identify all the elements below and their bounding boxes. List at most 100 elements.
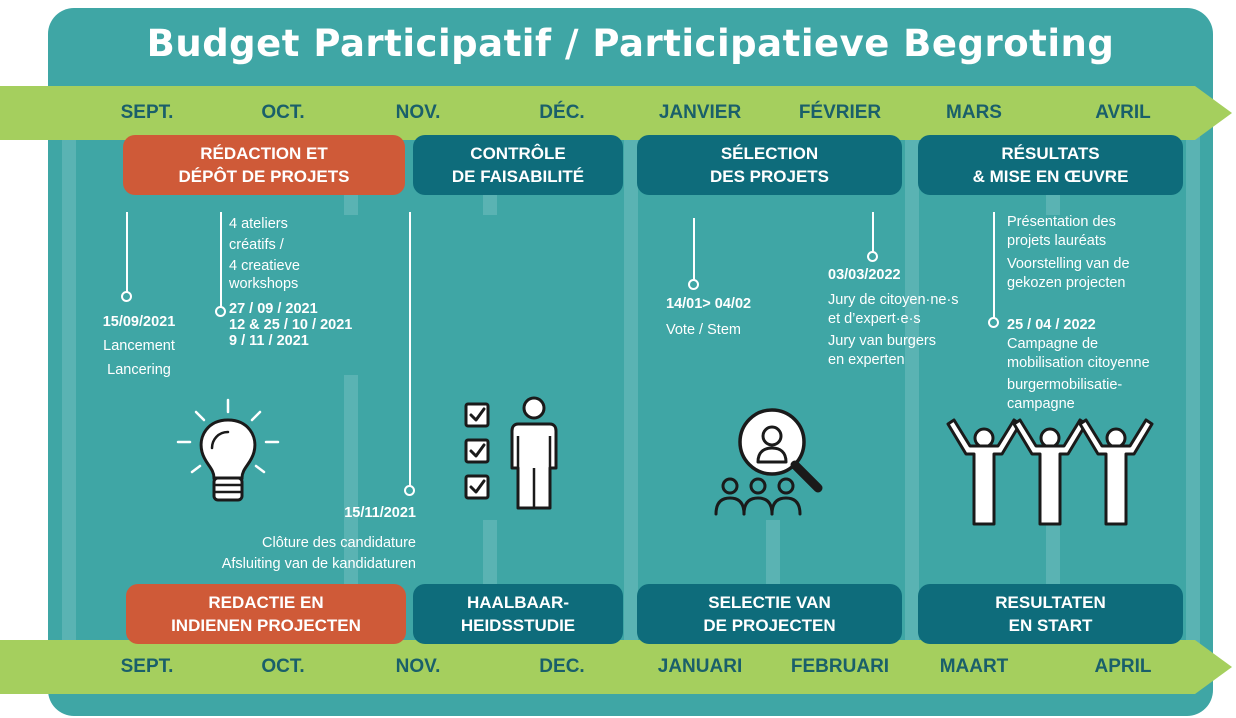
month-label: JANVIER [658, 102, 742, 123]
month-label: JANUARI [657, 656, 743, 677]
phase-line: & MISE EN ŒUVRE [972, 167, 1129, 186]
event-date: 14/01> 04/02 [666, 296, 752, 312]
divider-line [62, 100, 76, 690]
event-text: mobilisation citoyenne [1007, 355, 1150, 371]
event-text: Afsluiting van de kandidaturen [221, 556, 416, 572]
event-date: 15/11/2021 [344, 505, 416, 521]
month-label: OCT. [261, 102, 305, 123]
event-results: Présentation des projets lauréats Voorst… [1007, 213, 1197, 293]
lightbulb-icon [176, 398, 280, 502]
marker-stem [409, 212, 411, 486]
event-closing: 15/11/2021 Clôture des candidature Afslu… [170, 503, 416, 575]
marker-stem [872, 212, 874, 252]
event-text: Vote / Stem [666, 322, 741, 338]
marker-stem [126, 212, 128, 292]
month-label: FEBRUARI [790, 656, 890, 677]
phase-line: DE PROJECTEN [703, 616, 836, 635]
phase-drafting-nl: REDACTIE EN INDIENEN PROJECTEN [126, 584, 406, 644]
divider-line [624, 100, 638, 690]
phase-line: RESULTATEN [995, 593, 1106, 612]
event-date: 27 / 09 / 2021 [229, 301, 318, 317]
phase-line: DÉPÔT DE PROJETS [178, 167, 350, 186]
event-launch: 15/09/2021 Lancement Lancering [84, 312, 194, 381]
checklist-person-icon [464, 396, 558, 510]
phase-selection-fr: SÉLECTION DES PROJETS [637, 135, 902, 195]
event-text: créatifs / [229, 237, 284, 253]
phase-feasibility-nl: HAALBAAR- HEIDSSTUDIE [413, 584, 623, 644]
event-text: Lancering [107, 362, 171, 378]
month-label: NOV. [395, 102, 441, 123]
event-date: 25 / 04 / 2022 [1007, 317, 1096, 333]
month-label: OCT. [261, 656, 305, 677]
month-label: FÉVRIER [798, 102, 882, 123]
divider-line [1186, 100, 1200, 690]
month-label: APRIL [1094, 656, 1152, 677]
event-campaign: 25 / 04 / 2022 Campagne de mobilisation … [1007, 316, 1197, 414]
month-label: DEC. [539, 656, 585, 677]
marker-stem [693, 218, 695, 280]
event-text: Clôture des candidature [262, 535, 416, 551]
month-label: MARS [946, 102, 1002, 123]
event-text: en experten [828, 352, 905, 368]
marker-dot [215, 306, 226, 317]
phase-line: SÉLECTION [720, 144, 819, 163]
event-text: campagne [1007, 396, 1075, 412]
month-label: MAART [939, 656, 1009, 677]
event-date: 15/09/2021 [102, 314, 176, 330]
page-title: Budget Participatif / Participatieve Beg… [146, 22, 1115, 65]
phase-line: HAALBAAR- [467, 593, 569, 612]
phase-line: HEIDSSTUDIE [460, 616, 576, 635]
month-label: NOV. [395, 656, 441, 677]
event-text: Campagne de [1007, 336, 1099, 352]
event-text: et d’expert·e·s [828, 311, 921, 327]
month-label: SEPT. [120, 656, 174, 677]
phase-line: INDIENEN PROJECTEN [171, 616, 361, 635]
event-text: Jury de citoyen·ne·s [828, 292, 959, 308]
divider-line [905, 100, 919, 690]
event-text: 4 ateliers [229, 216, 288, 232]
phase-drafting-fr: RÉDACTION ET DÉPÔT DE PROJETS [123, 135, 405, 195]
arrow-band-shape [0, 86, 1232, 140]
marker-dot [688, 279, 699, 290]
event-text: workshops [229, 276, 299, 292]
event-date: 9 / 11 / 2021 [229, 333, 309, 349]
phase-selection-nl: SELECTIE VAN DE PROJECTEN [637, 584, 902, 644]
month-band-bottom: SEPT. OCT. NOV. DEC. JANUARI FEBRUARI MA… [0, 640, 1236, 694]
marker-dot [121, 291, 132, 302]
phase-line: SELECTIE VAN [708, 593, 831, 612]
event-workshops: 4 ateliers créatifs / 4 creatieve worksh… [229, 214, 389, 291]
marker-dot [404, 485, 415, 496]
phase-line: EN START [1008, 616, 1093, 635]
event-text: Présentation des [1007, 214, 1116, 230]
event-date: 12 & 25 / 10 / 2021 [229, 317, 353, 333]
event-text: Lancement [103, 338, 175, 354]
phase-line: RÉDACTION ET [200, 144, 328, 163]
marker-dot [988, 317, 999, 328]
month-band-top: SEPT. OCT. NOV. DÉC. JANVIER FÉVRIER MAR… [0, 86, 1236, 140]
phase-line: DE FAISABILITÉ [451, 167, 585, 186]
marker-dot [867, 251, 878, 262]
event-text: Jury van burgers [828, 333, 936, 349]
phase-results-nl: RESULTATEN EN START [918, 584, 1183, 644]
phase-line: REDACTIE EN [208, 593, 324, 612]
marker-stem [993, 212, 995, 318]
arrow-band-shape [0, 640, 1232, 694]
event-text: projets lauréats [1007, 233, 1107, 249]
event-vote: 14/01> 04/02 Vote / Stem [666, 294, 796, 341]
phase-feasibility-fr: CONTRÔLE DE FAISABILITÉ [413, 135, 623, 195]
search-people-icon [714, 408, 823, 516]
month-label: DÉC. [539, 102, 585, 123]
phase-results-fr: RÉSULTATS & MISE EN ŒUVRE [918, 135, 1183, 195]
phase-line: CONTRÔLE [470, 144, 566, 163]
event-date: 03/03/2022 [828, 267, 901, 283]
phase-line: DES PROJETS [709, 167, 830, 186]
event-text: burgermobilisatie- [1007, 377, 1123, 393]
celebrating-people-icon [946, 418, 1154, 526]
event-workshop-dates: 27 / 09 / 2021 12 & 25 / 10 / 2021 9 / 1… [229, 301, 399, 349]
event-text: 4 creatieve [229, 258, 300, 274]
month-label: AVRIL [1095, 102, 1151, 123]
marker-stem [220, 212, 222, 307]
event-text: Voorstelling van de [1007, 256, 1130, 272]
phase-line: RÉSULTATS [1001, 144, 1100, 163]
event-jury: 03/03/2022 Jury de citoyen·ne·s et d’exp… [828, 266, 978, 370]
